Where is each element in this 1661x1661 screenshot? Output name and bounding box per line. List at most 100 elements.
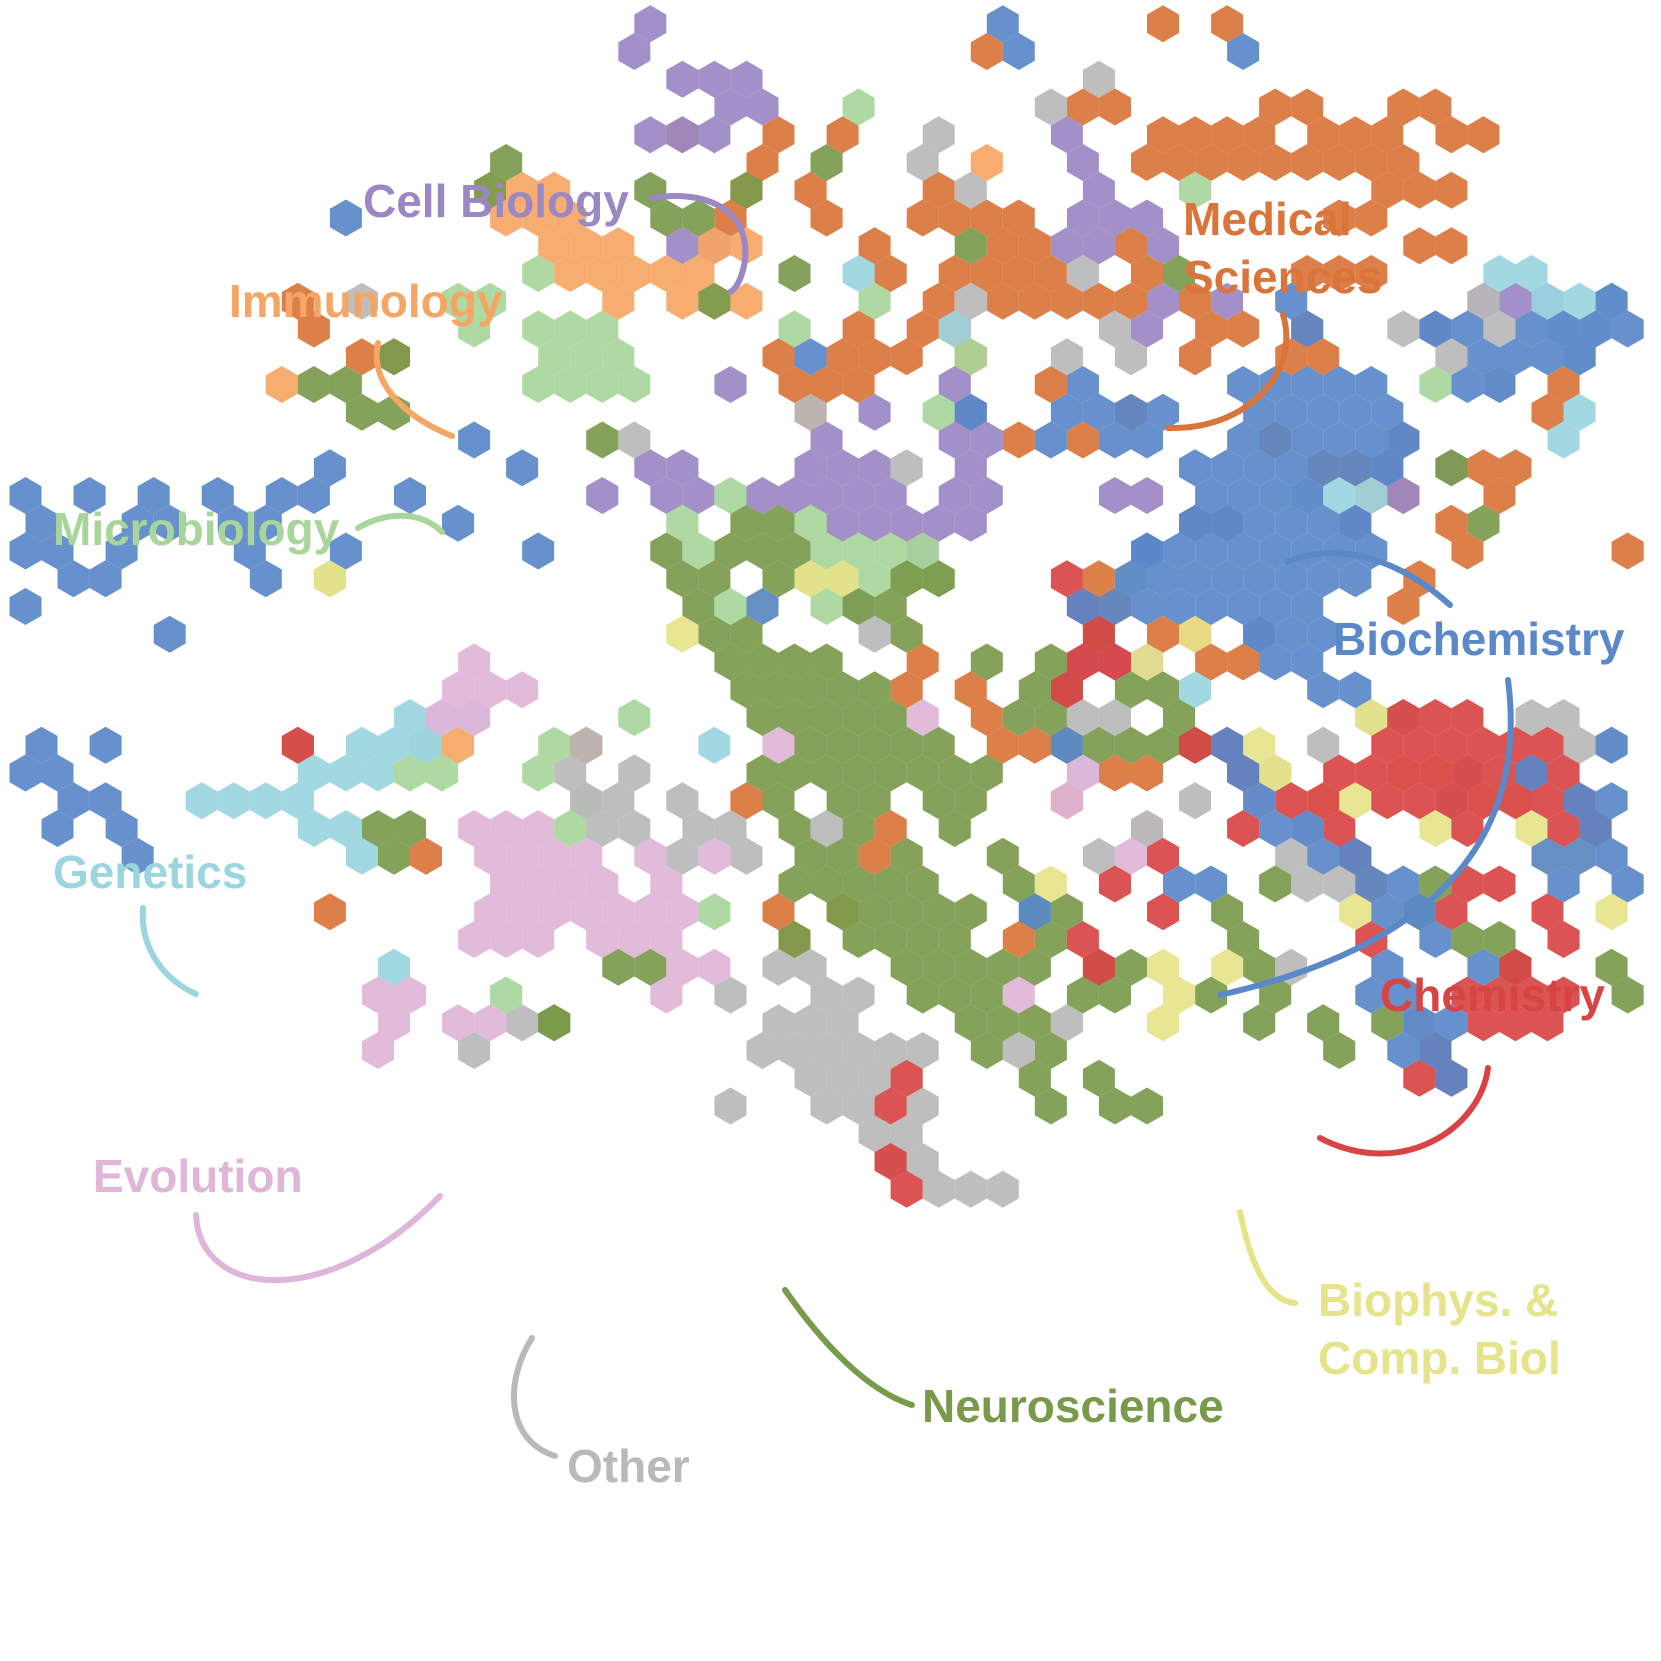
hex-cell-med bbox=[1435, 504, 1468, 542]
hex-cell-med bbox=[1371, 171, 1404, 209]
hex-cell-bio bbox=[1195, 865, 1228, 903]
hex-cell-evo bbox=[522, 865, 555, 903]
hex-cell-bio bbox=[1291, 643, 1324, 681]
hex-cell-bio bbox=[1531, 338, 1564, 376]
hex-cell-chem bbox=[1050, 671, 1083, 709]
hex-cell-cell bbox=[1050, 227, 1083, 265]
hex-cell-micro bbox=[858, 282, 891, 320]
hex-cell-med bbox=[922, 171, 955, 209]
hex-cell-bio bbox=[1259, 588, 1292, 625]
leader-genetics bbox=[139, 905, 199, 997]
hex-cell-neuro bbox=[842, 921, 875, 958]
hex-cell-bio bbox=[105, 810, 138, 847]
hex-cell-chem bbox=[1435, 782, 1468, 820]
hex-cell-oth bbox=[1323, 865, 1356, 903]
hex-cell-cell bbox=[794, 449, 827, 487]
hex-cell-neuro bbox=[1147, 671, 1179, 709]
hex-cell-bio bbox=[137, 477, 170, 514]
hex-cell-med bbox=[1211, 116, 1244, 154]
hex-cell-med bbox=[842, 310, 875, 348]
hex-cell-bio bbox=[1291, 310, 1324, 348]
leader-evolution bbox=[193, 1193, 443, 1284]
hex-cell-bio bbox=[25, 726, 58, 764]
hex-cell-cell bbox=[826, 449, 859, 487]
hex-cell-neuro bbox=[1163, 699, 1196, 736]
hex-cell-med bbox=[826, 338, 859, 376]
hex-cell-neuro bbox=[746, 643, 779, 681]
hex-cell-gen bbox=[297, 754, 330, 792]
hex-cell-chem bbox=[1531, 726, 1564, 764]
hex-cell-neuro bbox=[1131, 1087, 1163, 1125]
hex-cell-evo bbox=[1114, 837, 1147, 875]
hex-cell-bio bbox=[1547, 865, 1580, 903]
hex-cell-neuro bbox=[1227, 921, 1260, 958]
hex-cell-med bbox=[1387, 88, 1420, 126]
hex-cell-neuro bbox=[634, 948, 667, 986]
hex-cell-oth bbox=[570, 782, 603, 820]
hex-cell-neuro bbox=[1211, 893, 1244, 931]
hex-cell-bio bbox=[1307, 615, 1340, 653]
hex-cell-neuro bbox=[826, 837, 859, 875]
hex-cell-med bbox=[1323, 255, 1356, 292]
hex-cell-oth bbox=[618, 421, 651, 459]
hex-cell-med bbox=[890, 671, 923, 709]
leader-chemistry bbox=[1317, 1065, 1491, 1157]
label-line: Evolution bbox=[93, 1150, 303, 1202]
hex-cell-med bbox=[1195, 310, 1228, 348]
hex-cell-neuro bbox=[906, 754, 939, 792]
hex-cell-neuro bbox=[842, 865, 875, 903]
hex-cell-micro bbox=[794, 504, 827, 542]
hex-cell-med bbox=[970, 33, 1003, 70]
hex-cell-med bbox=[1291, 255, 1324, 292]
hex-cell-evo bbox=[378, 1004, 410, 1042]
hex-cell-cell bbox=[874, 477, 907, 514]
hex-cell-neuro bbox=[778, 255, 811, 292]
hex-cell-neuro bbox=[345, 393, 378, 431]
hex-cell-bio bbox=[1275, 560, 1308, 598]
hex-cell-med bbox=[1131, 754, 1163, 792]
hex-cell-neuro bbox=[361, 810, 394, 847]
hex-cell-evo bbox=[522, 810, 555, 847]
hex-cell-cell bbox=[1387, 477, 1420, 514]
hex-cell-cell bbox=[698, 116, 731, 154]
hex-cell-oth bbox=[1515, 699, 1548, 736]
hex-cell-med bbox=[1451, 532, 1484, 570]
hex-cell-med bbox=[1147, 615, 1179, 653]
hex-cell-oth bbox=[714, 976, 747, 1014]
hex-cell-neuro bbox=[650, 532, 683, 570]
hex-cell-bio bbox=[1483, 366, 1516, 403]
hex-cell-evo bbox=[634, 893, 667, 931]
hex-cell-gen bbox=[345, 837, 378, 875]
hex-cell-chem bbox=[890, 1059, 923, 1097]
hex-cell-neuro bbox=[1018, 1004, 1051, 1042]
hex-cell-oth bbox=[810, 810, 843, 847]
hex-cell-neuro bbox=[906, 865, 939, 903]
hex-cell-bio bbox=[1163, 865, 1196, 903]
hex-cell-micro bbox=[490, 976, 523, 1014]
hex-cell-neuro bbox=[954, 782, 987, 820]
hex-cell-oth bbox=[714, 1087, 747, 1125]
hex-cell-evo bbox=[762, 726, 795, 764]
hex-cell-cell bbox=[970, 421, 1003, 459]
hex-cell-bpc bbox=[1034, 865, 1067, 903]
hex-cell-evo bbox=[426, 699, 459, 736]
hex-cell-bio bbox=[1355, 865, 1388, 903]
hex-cell-chem bbox=[1098, 643, 1131, 681]
hex-cell-neuro bbox=[378, 338, 410, 376]
hex-cell-med bbox=[810, 199, 843, 237]
hex-cell-evo bbox=[361, 1032, 394, 1069]
hex-cell-oth bbox=[586, 810, 619, 847]
hex-cell-med bbox=[297, 310, 330, 348]
hex-cell-oth bbox=[1467, 282, 1500, 320]
label-genetics: Genetics bbox=[53, 846, 247, 898]
hex-cell-bio bbox=[9, 532, 42, 570]
hex-cell-bio bbox=[201, 477, 234, 514]
hex-cell-micro bbox=[810, 588, 843, 625]
hex-cell-bio bbox=[1034, 421, 1067, 459]
hex-cell-bio bbox=[1595, 726, 1628, 764]
hex-cell-med bbox=[1387, 144, 1420, 181]
hex-cell-evo bbox=[906, 699, 939, 736]
hex-cell-oth bbox=[618, 754, 651, 792]
hex-cell-neuro bbox=[1082, 726, 1115, 764]
hex-cell-micro bbox=[682, 532, 715, 570]
